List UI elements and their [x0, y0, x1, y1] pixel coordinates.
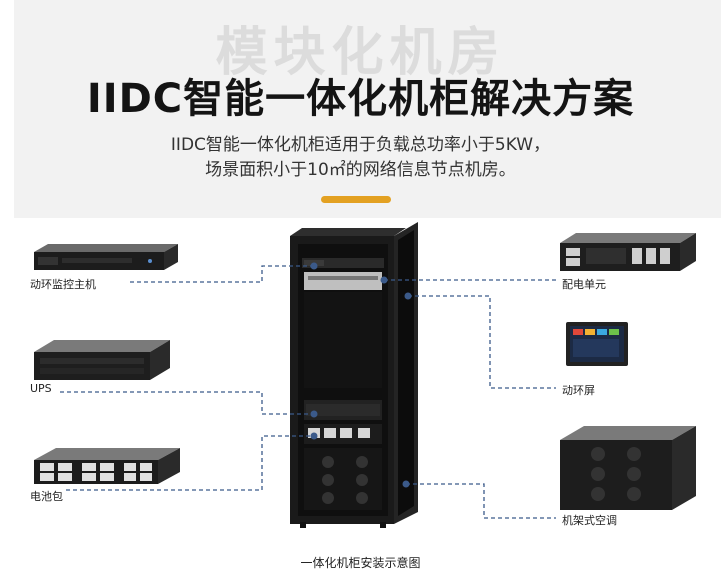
cabinet-icon	[290, 222, 418, 528]
rack-ac-icon	[560, 426, 696, 510]
connector-lines	[60, 265, 556, 519]
watermark-text: 模块化机房	[215, 23, 506, 83]
label-pdu: 配电单元	[562, 278, 606, 291]
label-ups: UPS	[30, 382, 52, 395]
ups-icon	[34, 340, 170, 380]
label-battery-pack: 电池包	[30, 490, 63, 503]
pdu-icon	[560, 233, 696, 271]
label-monitor-screen: 动环屏	[562, 384, 595, 397]
connector-dots	[310, 262, 412, 488]
accent-bar	[321, 196, 391, 203]
subtitle-line-1: IIDC智能一体化机柜适用于负载总功率小于5KW，	[170, 135, 551, 155]
header-panel	[14, 0, 721, 218]
label-monitoring-host: 动环监控主机	[30, 278, 96, 291]
battery-pack-icon	[34, 448, 180, 484]
diagram-caption: 一体化机柜安装示意图	[300, 556, 421, 570]
subtitle-line-2: 场景面积小于10㎡的网络信息节点机房。	[205, 160, 516, 180]
subtitle: IIDC智能一体化机柜适用于负载总功率小于5KW， 场景面积小于10㎡的网络信息…	[0, 133, 721, 183]
label-rack-ac: 机架式空调	[562, 514, 617, 527]
monitor-screen-icon	[566, 322, 628, 366]
rack-server-icon	[34, 244, 178, 270]
page-title: IIDC智能一体化机柜解决方案	[86, 76, 635, 122]
